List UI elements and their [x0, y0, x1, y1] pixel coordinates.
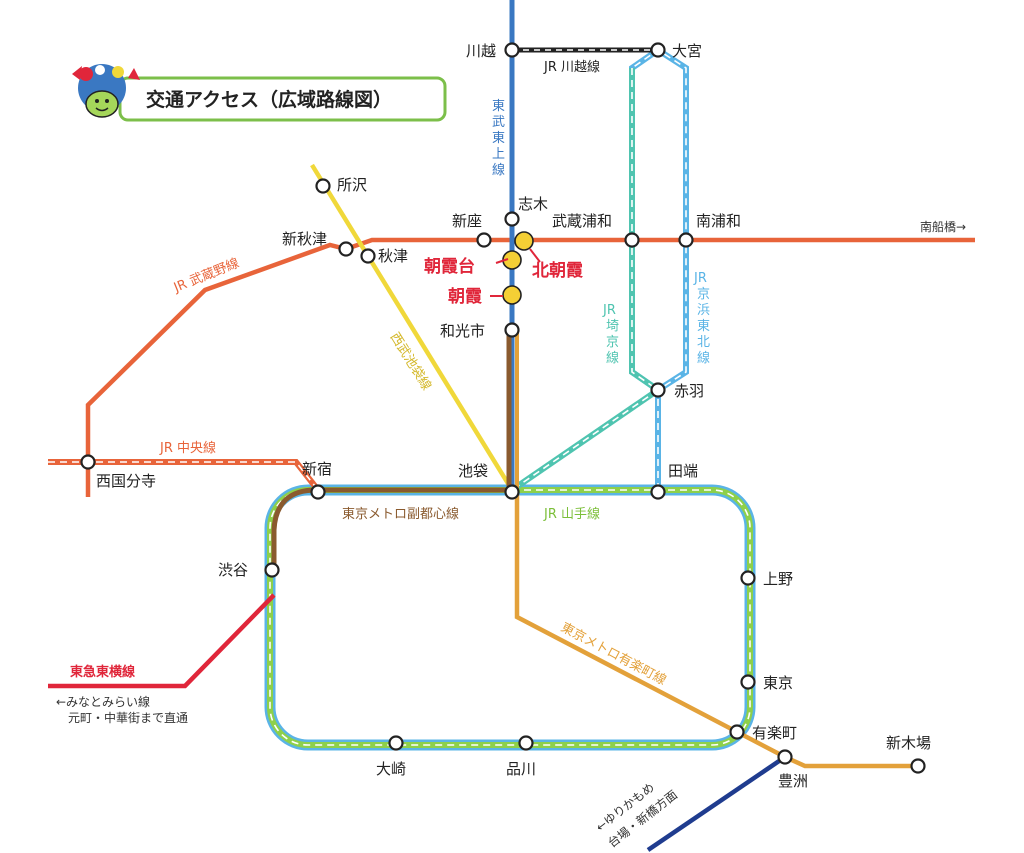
station-label-toyosu: 豊洲: [778, 772, 808, 790]
svg-text:線: 線: [697, 350, 710, 366]
station-label-osaki: 大崎: [376, 760, 406, 778]
station-marker-asaka: [502, 285, 522, 305]
note-minatomirai-1: ←みなとみらい線: [56, 694, 150, 709]
line-label-tokyu-toyoko: 東急東横線: [70, 664, 136, 680]
station-marker-shinagawa: [518, 735, 534, 751]
svg-text:JR: JR: [602, 303, 616, 318]
station-label-kawagoe: 川越: [466, 42, 496, 60]
line-label-metro-fukutoshin: 東京メトロ副都心線: [342, 506, 459, 522]
station-marker-osaki: [388, 735, 404, 751]
svg-text:上: 上: [492, 147, 505, 162]
line-label-jr-kawagoe: JR 川越線: [543, 59, 600, 75]
line-label-jr-saikyo: JR 埼 京 線: [602, 303, 619, 366]
page-title: 交通アクセス（広域路線図）: [146, 88, 392, 111]
station-label-ikebukuro: 池袋: [458, 462, 488, 480]
station-marker-kita-asaka: [514, 231, 534, 251]
jr-musashino-line: [85, 237, 975, 497]
asakadai-leader: [495, 258, 509, 264]
station-label-omiya: 大宮: [672, 42, 702, 60]
svg-text:線: 線: [492, 162, 505, 178]
station-marker-minami-urawa: [678, 232, 694, 248]
station-label-shinagawa: 品川: [506, 760, 536, 778]
station-marker-ueno: [740, 570, 756, 586]
station-label-wakoshi: 和光市: [440, 322, 485, 340]
station-marker-shibuya: [264, 562, 280, 578]
svg-text:東: 東: [492, 130, 505, 146]
station-label-yurakucho: 有楽町: [752, 724, 797, 742]
station-marker-wakoshi: [504, 322, 520, 338]
station-label-asaka: 朝霞: [448, 286, 483, 307]
station-label-shin-kiba: 新木場: [886, 734, 931, 752]
note-minatomirai-2: 元町・中華街まで直通: [68, 710, 188, 725]
station-label-ueno: 上野: [763, 570, 793, 588]
station-marker-shiki: [504, 211, 520, 227]
station-label-kita-asaka: 北朝霞: [532, 260, 584, 281]
station-marker-akabane: [650, 382, 666, 398]
line-label-tobu-tojo: 東 武 東 上 線: [492, 98, 505, 178]
station-label-shin-akitsu: 新秋津: [282, 230, 327, 248]
tokyu-toyoko-line: [48, 593, 276, 689]
station-marker-tabata: [650, 484, 666, 500]
seibu-ikebukuro-line: [310, 163, 514, 492]
station-label-shinjuku: 新宿: [302, 460, 332, 478]
yamanote-loop: [264, 484, 756, 751]
line-label-jr-chuo: JR 中央線: [159, 440, 216, 456]
station-label-niiza: 新座: [452, 212, 482, 230]
station-label-shibuya: 渋谷: [218, 561, 248, 579]
line-label-jr-yamanote: JR 山手線: [543, 506, 600, 522]
station-marker-kawagoe: [504, 42, 520, 58]
svg-text:武: 武: [492, 115, 505, 130]
metro-fukutoshin-line: [271, 487, 512, 568]
station-marker-shin-akitsu: [338, 241, 354, 257]
station-marker-musashi-urawa: [624, 232, 640, 248]
station-marker-akitsu: [360, 248, 376, 264]
station-marker-tokyo: [740, 674, 756, 690]
station-label-akitsu: 秋津: [378, 247, 408, 265]
svg-text:北: 北: [697, 335, 710, 350]
saikyo-keihin-loop: [510, 46, 689, 493]
station-label-tabata: 田端: [668, 462, 698, 480]
kita-asaka-leader: [529, 248, 541, 263]
station-label-tokorozawa: 所沢: [337, 176, 367, 194]
yurikamome-line: [646, 755, 787, 852]
title-badge: 交通アクセス（広域路線図）: [118, 76, 447, 122]
station-marker-omiya: [650, 42, 666, 58]
svg-text:京: 京: [606, 335, 619, 350]
station-marker-shin-kiba: [910, 758, 926, 774]
station-label-akabane: 赤羽: [674, 382, 704, 400]
station-label-musashi-urawa: 武蔵浦和: [552, 212, 612, 230]
station-marker-toyosu: [777, 749, 793, 765]
station-marker-tokorozawa: [315, 178, 331, 194]
line-label-jr-keihin-tohoku: JR 京 浜 東 北 線: [693, 271, 710, 366]
line-label-seibu-ikebukuro: 西武池袋線: [387, 330, 435, 394]
note-minami-funabashi: 南船橋→: [920, 219, 966, 234]
svg-text:浜: 浜: [697, 303, 710, 318]
station-marker-nishi-kokubunji: [80, 454, 96, 470]
station-marker-shinjuku: [310, 484, 326, 500]
station-label-nishi-kokubunji: 西国分寺: [96, 472, 156, 490]
jr-chuo-line: [48, 459, 321, 492]
station-label-minami-urawa: 南浦和: [696, 212, 741, 230]
svg-text:JR: JR: [693, 271, 707, 286]
line-label-metro-yurakucho: 東京メトロ有楽町線: [558, 619, 669, 688]
station-label-asakadai: 朝霞台: [424, 256, 475, 277]
mascot-logo: [72, 64, 140, 118]
svg-text:東: 東: [697, 318, 710, 334]
svg-text:東: 東: [492, 98, 505, 114]
station-label-tokyo: 東京: [763, 674, 793, 692]
svg-text:線: 線: [606, 350, 619, 366]
svg-text:京: 京: [697, 287, 710, 302]
station-marker-yurakucho: [729, 724, 745, 740]
svg-text:埼: 埼: [606, 319, 619, 334]
station-marker-ikebukuro: [504, 484, 520, 500]
station-label-shiki: 志木: [518, 195, 548, 213]
station-marker-niiza: [476, 232, 492, 248]
